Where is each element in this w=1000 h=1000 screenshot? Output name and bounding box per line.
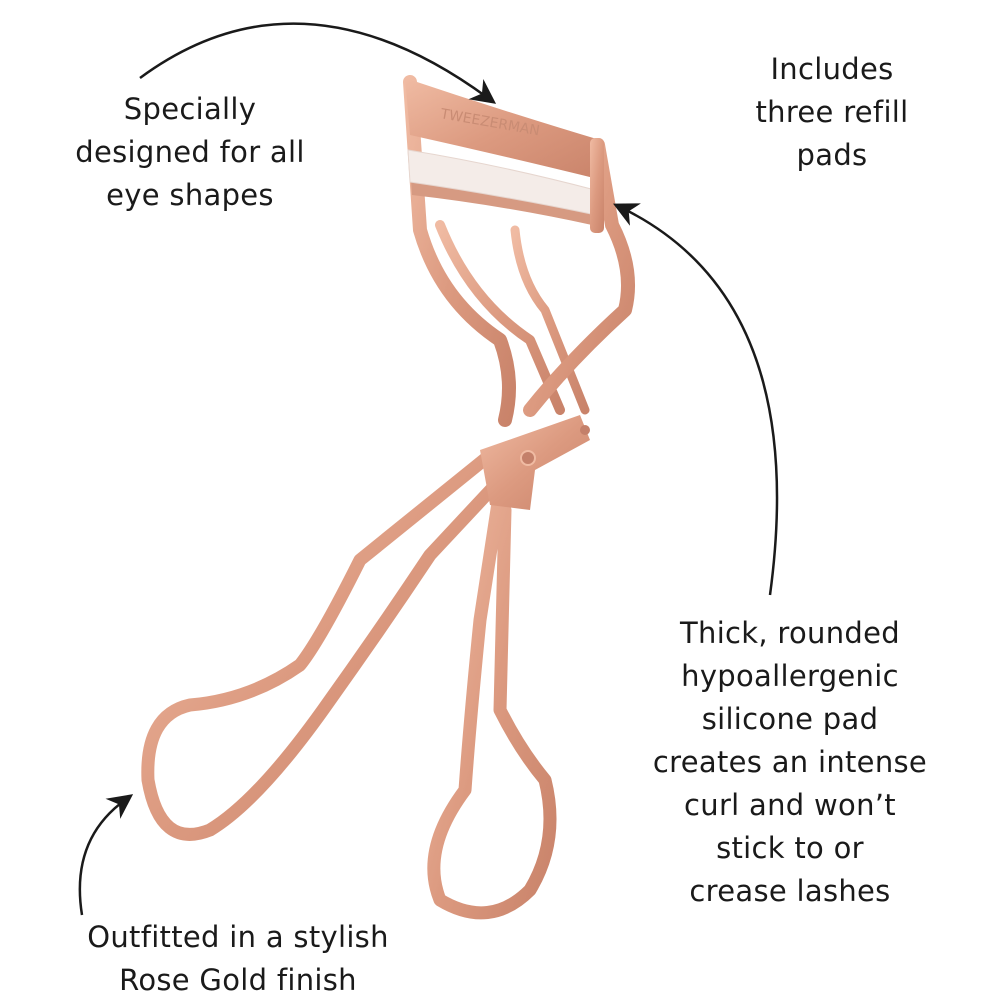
- hinge-pin: [580, 425, 590, 435]
- arrow-finish: [78, 794, 134, 916]
- curler-frame: [141, 75, 636, 920]
- callout-finish: Outfitted in a stylish Rose Gold finish: [58, 916, 418, 1000]
- callout-line: stick to or: [716, 831, 864, 865]
- callout-line: curl and won’t: [684, 788, 896, 822]
- callout-line: crease lashes: [689, 874, 891, 908]
- callout-line: Specially: [123, 92, 257, 126]
- callout-line: Rose Gold finish: [119, 963, 357, 997]
- callout-eye-shapes: Specially designed for all eye shapes: [40, 88, 340, 217]
- callout-line: three refill: [755, 95, 909, 129]
- arrow-eye-shapes: [139, 22, 497, 104]
- curler-top-bar: [405, 78, 602, 180]
- callout-silicone-pad: Thick, rounded hypoallergenic silicone p…: [640, 612, 940, 913]
- callout-line: Outfitted in a stylish: [87, 920, 389, 954]
- callout-line: creates an intense: [652, 745, 928, 779]
- callout-arrows: [78, 22, 779, 916]
- callout-line: Thick, rounded: [680, 616, 900, 650]
- callout-line: designed for all: [75, 135, 305, 169]
- callout-line: silicone pad: [701, 702, 879, 736]
- curler-side-post: [590, 138, 604, 233]
- arrow-silicone-pad: [613, 203, 779, 596]
- callout-line: eye shapes: [106, 178, 274, 212]
- curler-hinge: [480, 415, 590, 510]
- callout-line: hypoallergenic: [681, 659, 899, 693]
- callout-line: pads: [796, 138, 868, 172]
- hinge-rivet: [520, 450, 536, 466]
- callout-refill-pads: Includes three refill pads: [712, 48, 952, 177]
- callout-line: Includes: [770, 52, 894, 86]
